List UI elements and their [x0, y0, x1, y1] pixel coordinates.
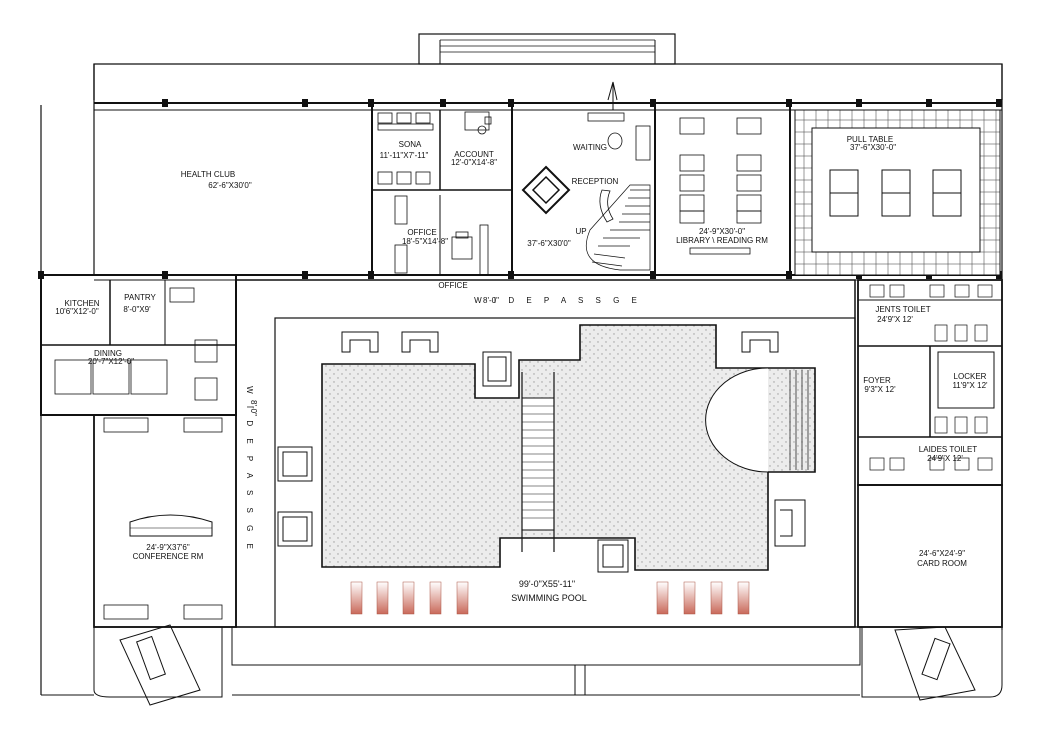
office-room-name: OFFICE: [407, 228, 436, 237]
dining-tables: [54, 339, 218, 401]
swimming-pool: [321, 324, 816, 573]
h-passage-width: 8'-0": [483, 296, 499, 305]
passage-labels: 8'-0" W I D E P A S S G E 8'-0" W I D E …: [245, 296, 642, 554]
reception-size: 37'-6"X30'0": [527, 239, 571, 248]
pull-table-room: [794, 109, 1001, 276]
entrance-steps: [418, 33, 676, 65]
pull-table-size: 37'-6"X30'-0": [850, 143, 896, 152]
library-tables: [679, 117, 762, 255]
parking-right: [861, 626, 1003, 701]
sona-size: 11'-11"X7'-11": [380, 151, 429, 160]
gents-toilet-size: 24'9"X 12': [877, 315, 913, 324]
library-size: 24'-9"X30'-0": [699, 227, 745, 236]
conference-room-walls: [93, 414, 237, 628]
east-wing-walls: [857, 279, 1003, 628]
office-corridor-label: OFFICE: [438, 281, 467, 290]
dining-size: 20'-7"X12'-0": [88, 357, 134, 366]
toilet-fixtures: [869, 284, 993, 471]
pantry-size: 8'-0"X9': [123, 305, 151, 314]
south-boundary: [41, 626, 1002, 696]
waiting-name: WAITING: [573, 143, 607, 152]
account-name: ACCOUNT: [454, 150, 494, 159]
pool-name: SWIMMING POOL: [511, 593, 587, 603]
conference-name: CONFERENCE RM: [133, 552, 204, 561]
pull-table-name: PULL TABLE: [847, 135, 894, 144]
kitchen-size: 10'6"X12'-0": [55, 307, 99, 316]
entrance-arrow-icon: [607, 81, 618, 110]
pool-pillars: [350, 581, 750, 615]
conference-size: 24'-9"X37'6": [146, 543, 190, 552]
v-passage-text: W I D E P A S S G E: [245, 386, 254, 554]
card-room-name: CARD ROOM: [917, 559, 967, 568]
account-desk: [464, 111, 492, 135]
card-room-size: 24'-6"X24'-9": [919, 549, 965, 558]
h-passage-text: W I D E P A S S G E: [474, 296, 642, 305]
parking-left: [93, 624, 223, 706]
reception-desk: [521, 112, 651, 223]
library-name: LIBRARY \ READING RM: [676, 236, 768, 245]
health-club-size: 62'-6"X30'0": [208, 181, 252, 190]
account-size: 12'-0"X14'-8": [451, 158, 497, 167]
ladies-toilet-size: 24'9"X 12': [927, 454, 963, 463]
ladies-toilet-name: LAIDES TOILET: [919, 445, 978, 454]
sona-benches: [377, 112, 434, 185]
room-labels: HEALTH CLUB 62'-6"X30'0" SONA 11'-11"X7'…: [55, 135, 988, 603]
pool-size: 99'-0"X55'-11": [519, 579, 575, 589]
locker-name: LOCKER: [954, 372, 987, 381]
office-room-size: 18'-5"X14'-8": [402, 237, 448, 246]
foyer-size: 9'3"X 12': [864, 385, 896, 394]
gents-toilet-name: JENTS TOILET: [875, 305, 930, 314]
foyer-name: FOYER: [863, 376, 891, 385]
dining-name: DINING: [94, 349, 122, 358]
reception-name: RECEPTION: [572, 177, 619, 186]
kitchen-name: KITCHEN: [64, 299, 99, 308]
sona-name: SONA: [399, 140, 422, 149]
pantry-name: PANTRY: [124, 293, 156, 302]
stair-up-label: UP: [575, 227, 586, 236]
locker-size: 11'9"X 12': [952, 381, 988, 390]
v-passage-width: 8'-0": [249, 400, 258, 416]
deck-loungers: [277, 331, 806, 547]
health-club-name: HEALTH CLUB: [181, 170, 236, 179]
reception-staircase: [585, 184, 651, 271]
office-desks: [394, 195, 489, 276]
